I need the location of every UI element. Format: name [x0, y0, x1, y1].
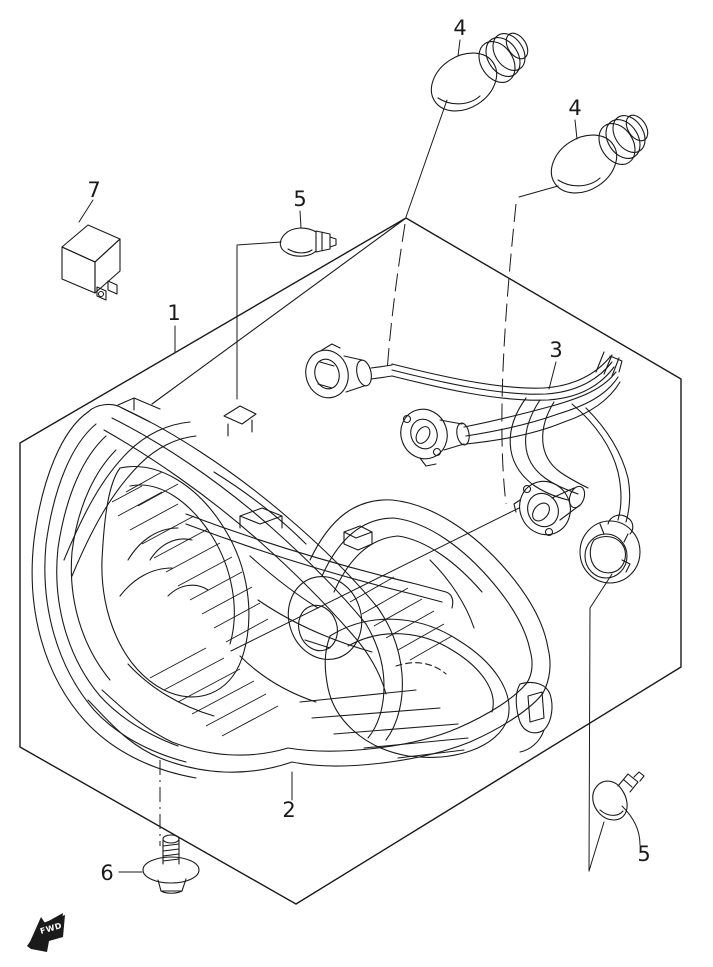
- bulb-socket-center: [400, 408, 470, 467]
- callout-6: 6: [100, 861, 113, 885]
- callout-5b: 5: [637, 842, 650, 866]
- bulb-socket-upper-left: [305, 343, 393, 399]
- bulb-socket-lower-right: [579, 514, 641, 584]
- branch-wires: [509, 397, 631, 523]
- leader-lines: [78, 39, 641, 873]
- callout-3: 3: [549, 338, 562, 362]
- callout-labels: 1 2 3 4 4 5 5 6 7: [87, 16, 650, 885]
- relay-part: [61, 224, 121, 301]
- plane-outline: [19, 217, 682, 905]
- fwd-arrow-icon: FWD: [27, 913, 65, 952]
- hatch-right-of-hole: [349, 576, 453, 661]
- screw-part: [142, 834, 200, 894]
- wire-bundle: [391, 351, 623, 445]
- callout-7: 7: [87, 178, 100, 202]
- callout-2: 2: [282, 798, 295, 822]
- callout-4a: 4: [453, 16, 466, 40]
- wedge-bulb-top: [279, 227, 337, 257]
- callout-1: 1: [167, 301, 180, 325]
- hatch-left-lens: [111, 471, 269, 643]
- callout-4b: 4: [568, 96, 581, 120]
- bulb-socket-lower-left: [513, 480, 586, 537]
- bulb-large-right: [550, 114, 649, 194]
- callout-5a: 5: [293, 187, 306, 211]
- headlamp-drawing: [31, 397, 553, 779]
- bulb-large-top: [430, 32, 529, 112]
- hatch-bottom-band: [149, 647, 279, 737]
- wedge-bulb-bottom: [592, 771, 645, 821]
- wiring-harness: [305, 343, 641, 584]
